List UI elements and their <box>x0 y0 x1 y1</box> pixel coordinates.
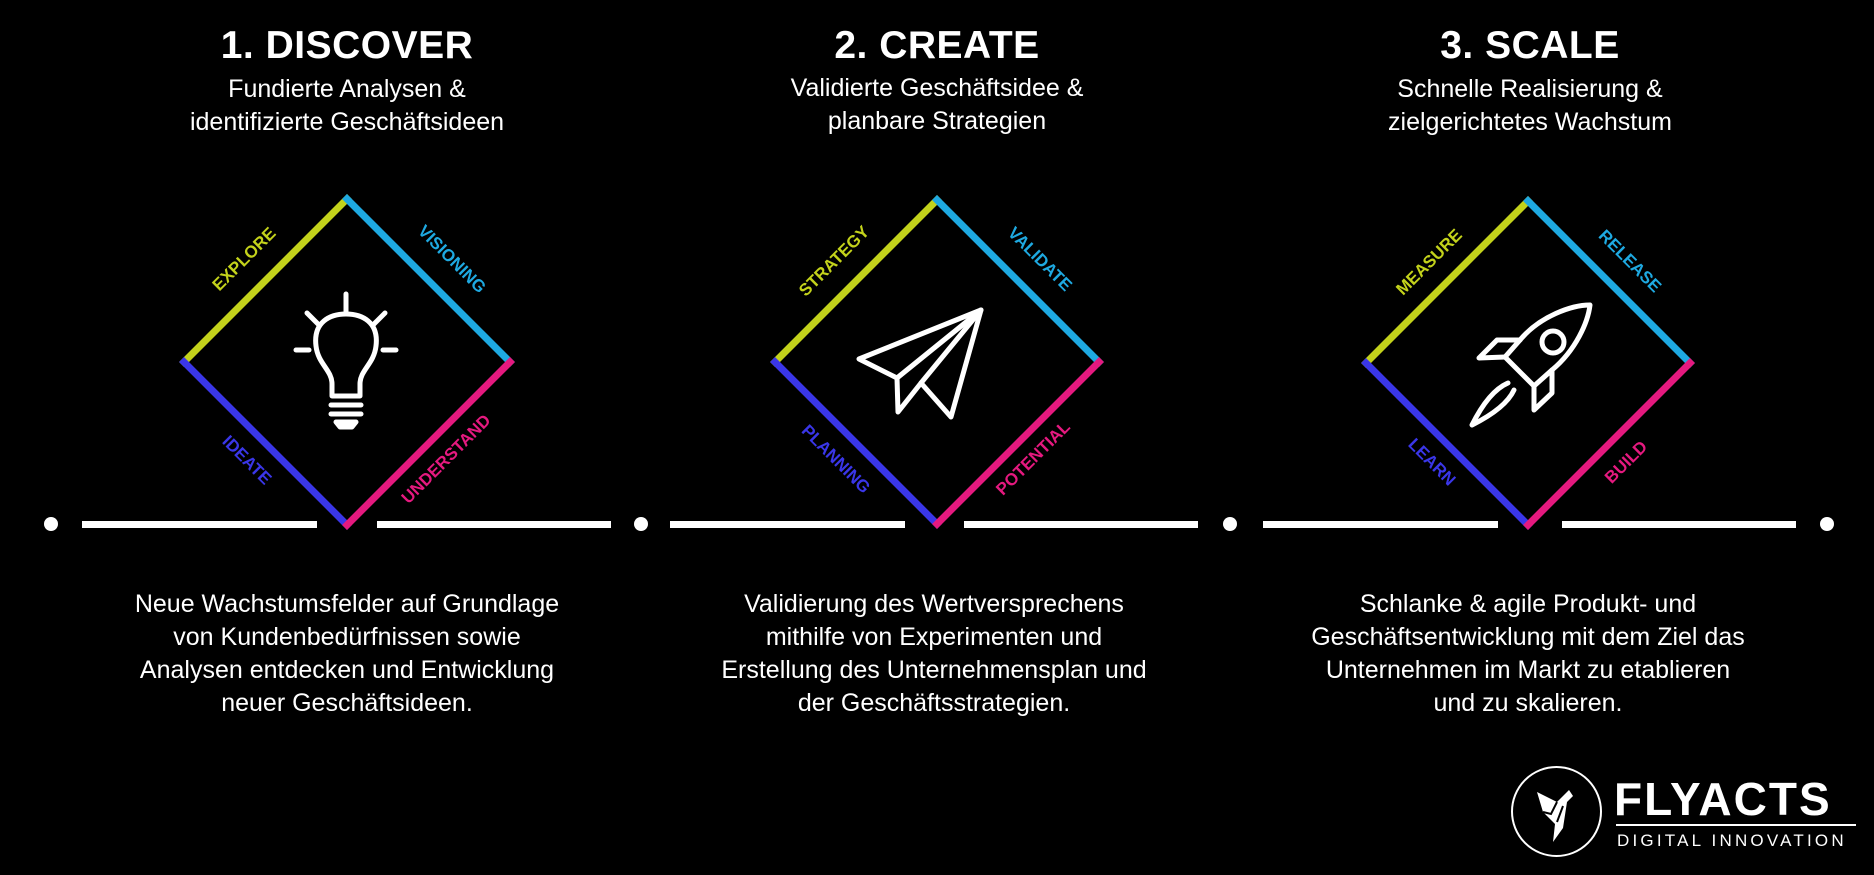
description-line: Unternehmen im Markt zu etablieren <box>1325 656 1731 684</box>
edge-bottom-left <box>1361 358 1533 530</box>
edge-label-visioning: VISIONING <box>414 221 490 297</box>
bird-logo-icon <box>1511 766 1602 857</box>
brand-tagline: DIGITAL INNOVATION <box>1617 831 1847 850</box>
phase-1-diamond: EXPLORE VISIONING IDEATE UNDERSTAND <box>179 194 515 530</box>
description-line: der Geschäftsstrategien. <box>797 689 1071 717</box>
phase-1-title: 1. DISCOVER <box>220 24 474 67</box>
description-line: und zu skalieren. <box>1433 689 1623 717</box>
edge-bottom-right <box>1523 358 1695 530</box>
timeline-segment <box>82 521 317 528</box>
phase-3-subtitle-line-1: Schnelle Realisierung & <box>1397 75 1663 103</box>
paper-plane-icon <box>856 307 984 420</box>
description-line: Validierung des Wertversprechens <box>744 590 1124 618</box>
phase-1-subtitle-line-1: Fundierte Analysen & <box>228 75 466 103</box>
edge-label-release: RELEASE <box>1595 226 1665 296</box>
phase-1-subtitle-line-2: identifizierte Geschäftsideen <box>189 108 505 136</box>
edge-top-right <box>932 195 1104 367</box>
edge-label-learn: LEARN <box>1404 435 1459 490</box>
edge-top-right <box>1523 196 1695 368</box>
description-line: von Kundenbedürfnissen sowie <box>173 623 521 651</box>
edge-label-explore: EXPLORE <box>209 224 280 295</box>
timeline-dot <box>1223 517 1237 531</box>
edge-bottom-right <box>932 357 1104 529</box>
phase-2-title: 2. CREATE <box>834 24 1040 67</box>
phase-3-diamond: MEASURE RELEASE LEARN BUILD <box>1361 196 1695 530</box>
description-line: Erstellung des Unternehmensplan und <box>721 656 1147 684</box>
edge-bottom-left <box>179 357 352 530</box>
phase-3-description: Schlanke & agile Produkt- und Geschäftse… <box>1248 588 1808 720</box>
timeline-segment <box>1562 521 1796 528</box>
edge-label-validate: VALIDATE <box>1004 223 1076 295</box>
edge-bottom-left <box>770 357 942 529</box>
rocket-icon <box>1469 302 1593 428</box>
phase-3-title: 3. SCALE <box>1440 24 1620 67</box>
phase-3-subtitle: Schnelle Realisierung & zielgerichtetes … <box>1250 73 1810 139</box>
timeline-dot <box>634 517 648 531</box>
phase-2-description: Validierung des Wertversprechens mithilf… <box>654 588 1214 720</box>
phase-1-description: Neue Wachstumsfelder auf Grundlage von K… <box>67 588 627 720</box>
description-line: mithilfe von Experimenten und <box>765 623 1103 651</box>
lightbulb-icon <box>293 291 399 430</box>
description-line: neuer Geschäftsideen. <box>221 689 473 717</box>
edge-label-strategy: STRATEGY <box>795 222 873 300</box>
brand-divider <box>1616 824 1856 826</box>
edge-bottom-right <box>342 357 515 530</box>
phase-2-subtitle-line-2: planbare Strategien <box>827 107 1047 135</box>
brand-name: FLYACTS <box>1614 773 1832 825</box>
timeline-dot <box>1820 517 1834 531</box>
description-line: Analysen entdecken und Entwicklung <box>139 656 555 684</box>
timeline-segment <box>964 521 1198 528</box>
description-line: Geschäftsentwicklung mit dem Ziel das <box>1311 623 1745 651</box>
timeline-segment <box>1263 521 1498 528</box>
edge-label-measure: MEASURE <box>1392 225 1466 299</box>
phase-2-subtitle: Validierte Geschäftsidee & planbare Stra… <box>657 72 1217 138</box>
phase-1-subtitle: Fundierte Analysen & identifizierte Gesc… <box>67 73 627 139</box>
bird-logo-glyph <box>1537 790 1573 842</box>
description-line: Schlanke & agile Produkt- und <box>1359 590 1697 618</box>
phase-3-subtitle-line-2: zielgerichtetes Wachstum <box>1388 108 1672 136</box>
phase-2-diamond: STRATEGY VALIDATE PLANNING POTENTIAL <box>770 195 1104 529</box>
timeline-dot <box>44 517 58 531</box>
edge-label-planning: PLANNING <box>798 421 874 497</box>
edge-top-left <box>770 195 942 367</box>
edge-top-left <box>1361 196 1533 368</box>
timeline-segment <box>377 521 611 528</box>
edge-top-right <box>342 194 515 367</box>
edge-top-left <box>179 194 352 367</box>
phase-2-subtitle-line-1: Validierte Geschäftsidee & <box>790 74 1084 102</box>
timeline-segment <box>670 521 905 528</box>
description-line: Neue Wachstumsfelder auf Grundlage <box>134 590 560 618</box>
